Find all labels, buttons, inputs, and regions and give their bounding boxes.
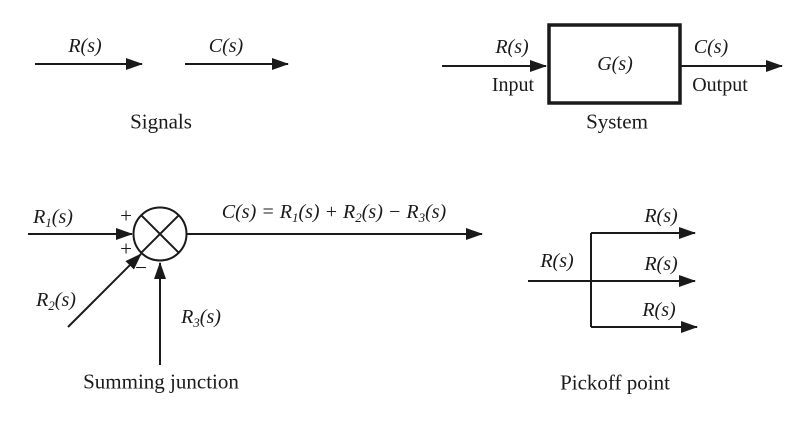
summing-junction-cross-line-2 xyxy=(140,214,180,254)
summing-input3-sub: 3 xyxy=(193,315,200,330)
summing-input1-sub: 1 xyxy=(45,215,52,230)
pickoff-branch-label-middle: R(s) xyxy=(644,253,678,275)
equation-sub: 2 xyxy=(355,210,362,225)
pickoff-branch-label-bottom: R(s) xyxy=(642,299,676,321)
system-block xyxy=(547,23,682,105)
summing-output-equation: C(s) = R1(s) + R2(s) − R3(s) xyxy=(221,201,447,225)
summing-input2-base: R xyxy=(36,289,49,311)
system-output-caption: Output xyxy=(692,74,748,96)
system-output-signal-label: C(s) xyxy=(693,36,729,58)
equation-segment: (s) + R xyxy=(298,201,356,223)
pickoff-branch-label-top: R(s) xyxy=(644,205,678,227)
summing-input3-base: R xyxy=(181,306,194,328)
equation-segment: (s) xyxy=(425,201,447,223)
summing-input3-arg: (s) xyxy=(199,306,221,328)
summing-input2-label: R2(s) xyxy=(36,289,76,313)
summing-sign-plus-2: + xyxy=(120,236,132,261)
system-input-caption: Input xyxy=(491,74,535,96)
pickoff-point-caption: Pickoff point xyxy=(560,370,670,395)
summing-input2-arrow xyxy=(67,253,142,328)
equation-sub: 1 xyxy=(291,210,299,225)
summing-input2-arg: (s) xyxy=(54,289,76,311)
summing-junction-caption: Summing junction xyxy=(83,369,239,394)
equation-sub: 3 xyxy=(418,210,426,225)
summing-input1-label: R1(s) xyxy=(33,206,73,230)
summing-input1-base: R xyxy=(33,206,46,228)
system-input-signal-label: R(s) xyxy=(495,36,529,58)
system-block-label: G(s) xyxy=(597,53,633,75)
pickoff-input-label: R(s) xyxy=(540,250,574,272)
equation-segment: (s) − R xyxy=(361,201,419,223)
system-caption: System xyxy=(586,109,648,134)
signal-input-label: R(s) xyxy=(68,35,102,57)
summing-sign-plus-1: + xyxy=(120,203,132,228)
equation-segment: C(s) = R xyxy=(221,201,292,223)
summing-input2-sub: 2 xyxy=(48,298,55,313)
signals-caption: Signals xyxy=(130,109,192,134)
summing-input3-label: R3(s) xyxy=(181,306,221,330)
summing-input1-arg: (s) xyxy=(51,206,73,228)
signal-output-label: C(s) xyxy=(208,35,244,57)
summing-sign-minus: − xyxy=(135,255,147,280)
